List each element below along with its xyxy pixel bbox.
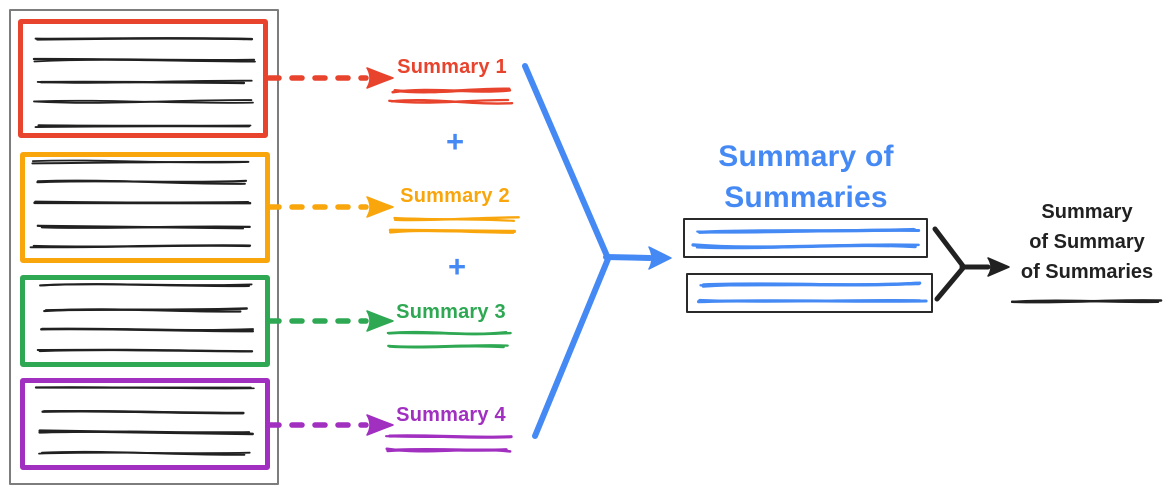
dashed-arrow-to-summary-4 <box>266 414 394 436</box>
dashed-arrow-to-summary-2 <box>266 196 394 218</box>
summary-2-label: Summary 2 <box>400 185 510 207</box>
source-section-1 <box>18 19 268 138</box>
final-summary-label: Summary of Summary of Summaries <box>1002 197 1170 287</box>
final-summary-scribble <box>1010 299 1163 304</box>
dashed-arrow-to-summary-3 <box>266 310 394 332</box>
summary-4-scribbles <box>385 434 513 453</box>
summary-2-scribbles <box>388 216 520 234</box>
title-line-2: Summaries <box>724 181 888 214</box>
summary-of-summaries-box-2 <box>686 273 933 313</box>
summary-of-summaries-title: Summary of Summaries <box>656 136 956 218</box>
summary-4-label: Summary 4 <box>396 404 506 426</box>
summary-of-summaries-box-1 <box>683 218 928 258</box>
summary-1-label: Summary 1 <box>397 56 507 78</box>
source-section-4 <box>20 378 270 470</box>
summary-3-scribbles <box>386 330 512 349</box>
plus-operator-1: + <box>445 124 465 159</box>
final-line-3: of Summaries <box>1020 261 1154 283</box>
black-merge-arrow <box>932 226 1010 302</box>
final-line-1: Summary <box>1041 201 1133 223</box>
summary-3-label: Summary 3 <box>396 301 506 323</box>
summary-1-scribbles <box>388 87 514 105</box>
title-line-1: Summary of <box>718 140 894 173</box>
dashed-arrow-to-summary-1 <box>266 67 394 89</box>
blue-merge-arrow <box>522 63 672 439</box>
plus-operator-2: + <box>447 249 467 284</box>
final-line-2: of Summary <box>1029 231 1145 253</box>
source-section-3 <box>20 275 270 367</box>
source-section-2 <box>20 152 270 263</box>
